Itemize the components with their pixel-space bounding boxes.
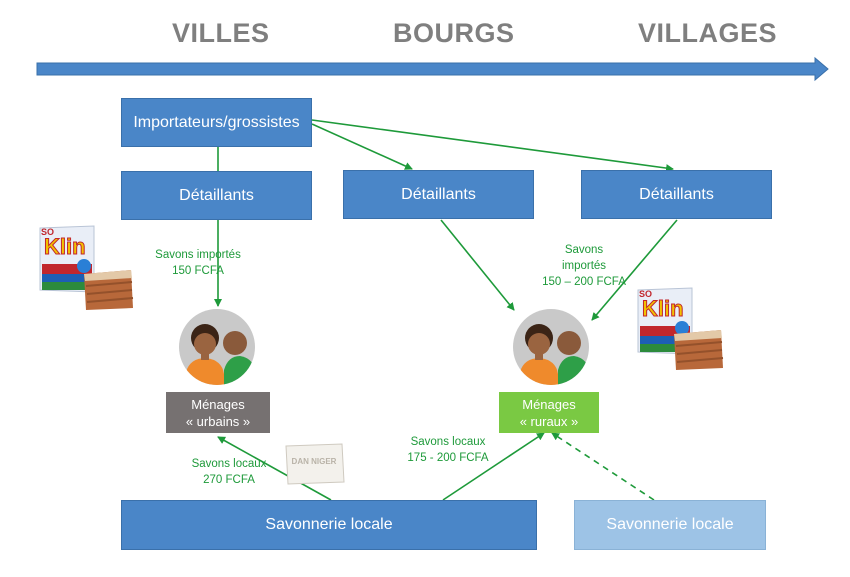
savonnerie-box-main: Savonnerie locale [121,500,537,550]
detaillants-label-villages: Détaillants [639,185,714,203]
menages-urbains-line1: Ménages [191,396,245,412]
label-imported-rural: Savons importés 150 – 200 FCFA [534,242,634,290]
header-villages: VILLAGES [638,18,778,48]
detaillants-label-bourgs: Détaillants [401,185,476,203]
brand-top-left: SO [41,227,55,237]
savonnerie-box-secondary: Savonnerie locale [574,500,766,550]
brand-name-left: Klin [44,234,87,260]
savonnerie-label-secondary: Savonnerie locale [606,516,734,533]
label-local-rural-2: 175 - 200 FCFA [407,452,489,464]
arrow-sav-urban [217,436,332,501]
brand-top-right: SO [639,289,653,299]
menages-urbains-box: Ménages « urbains » [166,392,270,433]
arrow-import-det2 [311,123,413,170]
label-imported-urban-1: Savons importés [155,249,241,261]
menages-ruraux-box: Ménages « ruraux » [499,392,599,433]
importateurs-box: Importateurs/grossistes [121,98,312,147]
label-local-rural: Savons locaux 175 - 200 FCFA [398,434,498,466]
header-bourgs: BOURGS [393,18,515,48]
menages-ruraux-line1: Ménages [522,396,576,412]
soap-bar-icon-right [670,328,725,372]
household-icon-urban [179,309,255,385]
detaillants-box-villes: Détaillants [121,171,312,220]
label-local-urban-1: Savons locaux [191,458,267,470]
header-villes: VILLES [172,18,270,48]
label-imported-rural-2: importés [561,260,607,272]
detaillants-label-villes: Détaillants [179,186,254,204]
arrow-sav2-rural-dashed [551,432,655,501]
arrow-det3-rural [591,219,678,321]
label-local-urban: Savons locaux 270 FCFA [180,456,278,488]
label-imported-urban: Savons importés 150 FCFA [138,247,258,279]
gradient-arrow [36,56,829,82]
label-imported-rural-1: Savons [564,244,604,256]
local-soap-bar-text: DAN NIGER [291,457,337,466]
label-local-urban-2: 270 FCFA [203,474,255,486]
importateurs-label: Importateurs/grossistes [133,113,300,131]
brand-name-right: Klin [642,296,685,322]
arrow-import-det3 [311,119,674,173]
label-local-rural-1: Savons locaux [410,436,486,448]
detaillants-box-villages: Détaillants [581,170,772,219]
arrow-det2-rural [440,219,515,311]
menages-urbains-line2: « urbains » [185,413,251,429]
savonnerie-label-main: Savonnerie locale [265,516,393,533]
detaillants-box-bourgs: Détaillants [343,170,534,219]
soap-bar-icon-left [80,268,135,312]
label-imported-rural-3: 150 – 200 FCFA [542,276,626,288]
label-imported-urban-2: 150 FCFA [172,265,224,277]
household-icon-rural [513,309,589,385]
arrow-sav-rural [442,432,545,501]
menages-ruraux-line2: « ruraux » [519,413,579,429]
local-soap-bar-icon: DAN NIGER [282,442,346,486]
